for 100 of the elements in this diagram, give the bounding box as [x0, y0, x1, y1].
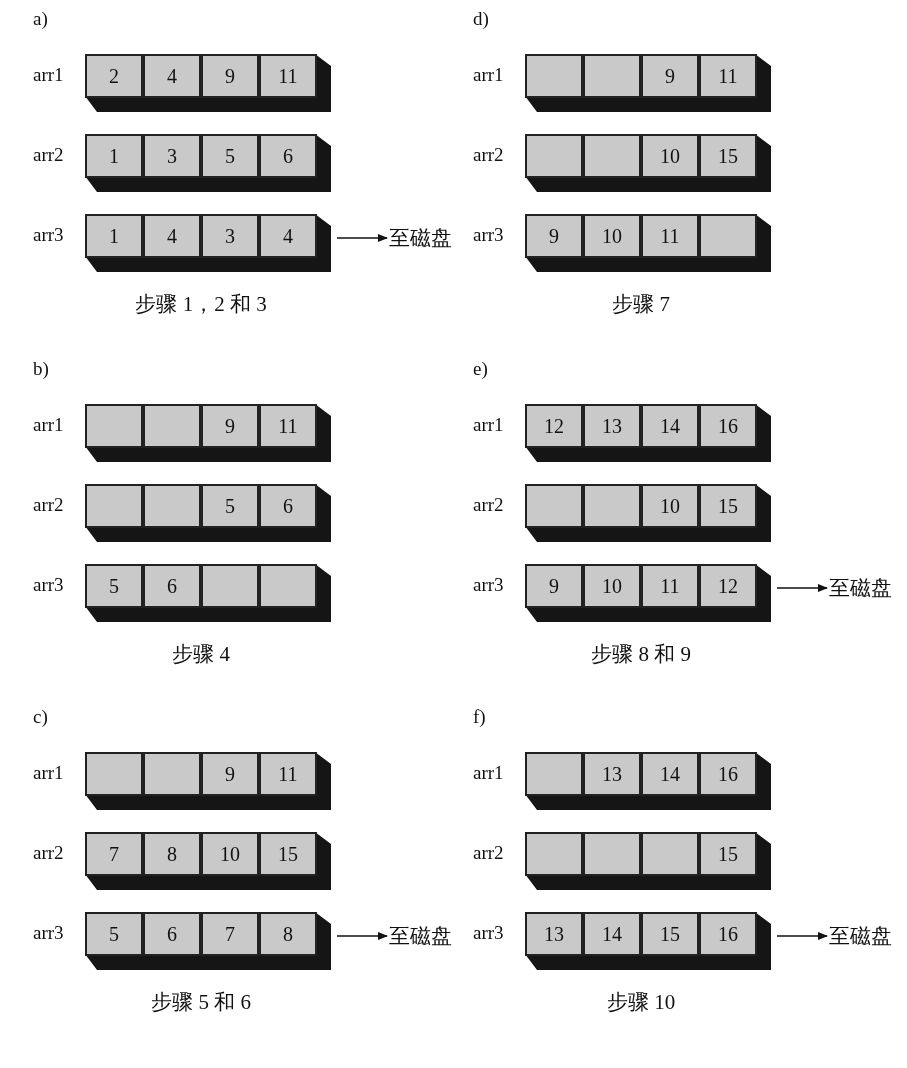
- array-bar: [85, 54, 331, 112]
- array-label: arr3: [473, 574, 504, 596]
- array-cell: 14: [641, 752, 699, 796]
- array-cell: 15: [259, 832, 317, 876]
- array-bar: [85, 404, 331, 462]
- array-label: arr1: [473, 64, 504, 86]
- array-cell: 11: [699, 54, 757, 98]
- array-bar: [525, 832, 771, 890]
- array-cell: 16: [699, 912, 757, 956]
- array-label: arr2: [473, 144, 504, 166]
- array-label: arr3: [473, 922, 504, 944]
- array-cell: 3: [143, 134, 201, 178]
- array-cell: 6: [259, 134, 317, 178]
- destination-text: 至磁盘: [829, 922, 892, 950]
- step-caption: 步骤 8 和 9: [590, 641, 692, 668]
- destination-text: 至磁盘: [829, 574, 892, 602]
- array-cell: 10: [583, 214, 641, 258]
- array-cell: 4: [259, 214, 317, 258]
- array-cell: 9: [201, 752, 259, 796]
- array-cell: 6: [143, 912, 201, 956]
- panel-letter: e): [473, 358, 488, 380]
- destination-text: 至磁盘: [389, 224, 452, 252]
- array-cell: 8: [143, 832, 201, 876]
- array-cell: 10: [641, 484, 699, 528]
- array-label: arr2: [33, 144, 64, 166]
- array-label: arr2: [33, 494, 64, 516]
- array-cell: 1: [85, 134, 143, 178]
- array-bar: [525, 214, 771, 272]
- array-cell: 6: [143, 564, 201, 608]
- array-cell: 3: [201, 214, 259, 258]
- array-cell: 11: [259, 752, 317, 796]
- array-cell: 11: [259, 404, 317, 448]
- array-cell: 10: [641, 134, 699, 178]
- array-cell: 11: [641, 214, 699, 258]
- step-caption: 步骤 1，2 和 3: [134, 291, 268, 318]
- array-cell: 9: [201, 54, 259, 98]
- array-label: arr2: [473, 842, 504, 864]
- array-label: arr1: [473, 414, 504, 436]
- array-bar: [85, 752, 331, 810]
- array-bar: [525, 912, 771, 970]
- array-cell: 4: [143, 54, 201, 98]
- array-cell: 12: [699, 564, 757, 608]
- array-label: arr3: [473, 224, 504, 246]
- array-bar: [525, 484, 771, 542]
- array-cell: 10: [201, 832, 259, 876]
- array-cell: 13: [583, 404, 641, 448]
- panel-letter: a): [33, 8, 48, 30]
- array-cell: 10: [583, 564, 641, 608]
- array-cell: 5: [85, 912, 143, 956]
- array-bar: [85, 214, 331, 272]
- array-label: arr1: [473, 762, 504, 784]
- array-bar: [525, 752, 771, 810]
- array-cell: 4: [143, 214, 201, 258]
- array-bar: [85, 484, 331, 542]
- array-cell: 5: [201, 484, 259, 528]
- array-label: arr1: [33, 762, 64, 784]
- arrow: [336, 234, 388, 242]
- array-label: arr3: [33, 922, 64, 944]
- panel-letter: d): [473, 8, 489, 30]
- arrow: [336, 932, 388, 940]
- array-cell: 15: [699, 832, 757, 876]
- array-cell: 9: [201, 404, 259, 448]
- panel-letter: c): [33, 706, 48, 728]
- array-bar: [85, 564, 331, 622]
- array-label: arr1: [33, 414, 64, 436]
- array-cell: 9: [525, 214, 583, 258]
- array-cell: 7: [85, 832, 143, 876]
- array-cell: 15: [699, 134, 757, 178]
- array-cell: 14: [641, 404, 699, 448]
- array-label: arr3: [33, 574, 64, 596]
- array-bar: [85, 134, 331, 192]
- array-cell: 11: [259, 54, 317, 98]
- panel-letter: f): [473, 706, 486, 728]
- arrow: [776, 584, 828, 592]
- array-cell: 15: [641, 912, 699, 956]
- array-cell: 11: [641, 564, 699, 608]
- array-bar: [85, 832, 331, 890]
- array-cell: 2: [85, 54, 143, 98]
- step-caption: 步骤 5 和 6: [150, 989, 252, 1016]
- array-bar: [525, 404, 771, 462]
- array-cell: 9: [641, 54, 699, 98]
- array-bar: [85, 912, 331, 970]
- array-cell: 5: [201, 134, 259, 178]
- panel-letter: b): [33, 358, 49, 380]
- array-cell: 5: [85, 564, 143, 608]
- array-cell: 8: [259, 912, 317, 956]
- array-cell: 6: [259, 484, 317, 528]
- array-bar: [525, 134, 771, 192]
- array-cell: 14: [583, 912, 641, 956]
- array-cell: 16: [699, 752, 757, 796]
- step-caption: 步骤 7: [611, 291, 671, 318]
- step-caption: 步骤 10: [605, 989, 677, 1016]
- array-cell: 7: [201, 912, 259, 956]
- array-cell: 13: [525, 912, 583, 956]
- arrow: [776, 932, 828, 940]
- array-cell: 15: [699, 484, 757, 528]
- array-cell: 1: [85, 214, 143, 258]
- array-bar: [525, 564, 771, 622]
- array-label: arr3: [33, 224, 64, 246]
- array-label: arr1: [33, 64, 64, 86]
